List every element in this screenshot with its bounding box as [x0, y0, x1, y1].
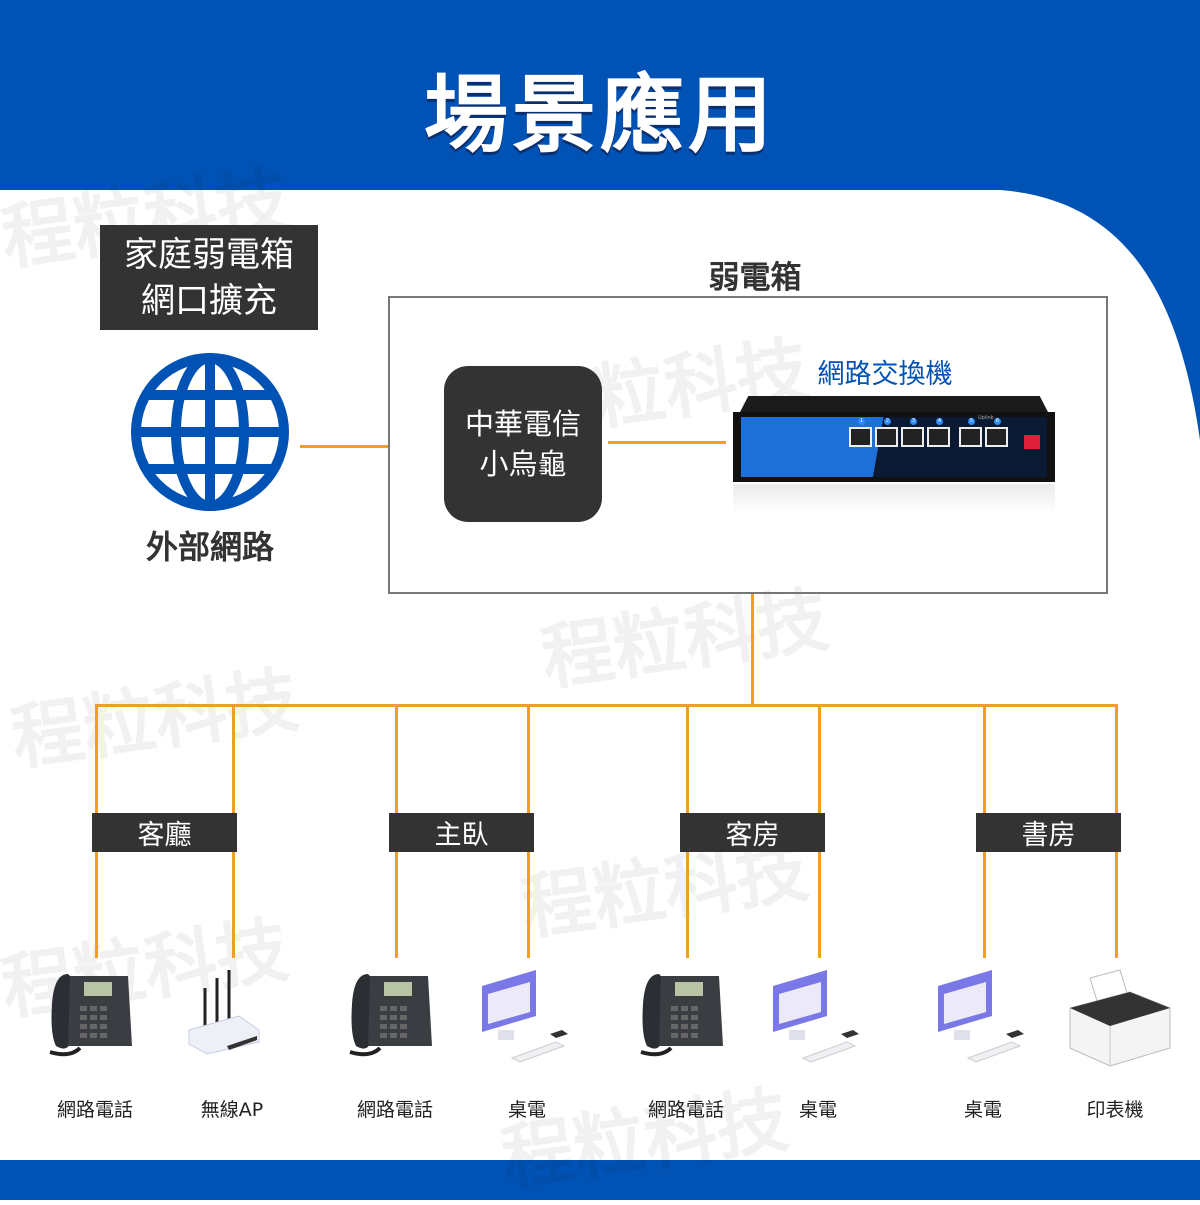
ip-phone-icon — [631, 968, 731, 1062]
expansion-label: 家庭弱電箱 網口擴充 — [100, 225, 318, 330]
desktop-icon — [763, 968, 873, 1072]
network-switch: Uplink 1 2 3 4 5 6 — [733, 396, 1055, 514]
wireless-ap-icon — [177, 968, 277, 1062]
room-label-1: 主臥 — [389, 813, 534, 852]
ip-phone-icon — [340, 968, 440, 1062]
globe-icon — [131, 353, 289, 511]
port-number: 6 — [994, 418, 1001, 425]
port-number: 3 — [910, 418, 917, 425]
room-label-3: 書房 — [976, 813, 1121, 852]
ip-phone-icon — [40, 968, 140, 1062]
ethernet-port: 4 — [927, 418, 950, 447]
cabinet-title: 弱電箱 — [708, 260, 802, 296]
router-line1: 中華電信 — [464, 407, 581, 441]
uplink-label: Uplink — [978, 415, 994, 421]
desktop-icon — [472, 968, 582, 1072]
device-label: 網路電話 — [356, 1099, 433, 1121]
dip-switch — [1024, 435, 1040, 449]
expansion-label-line2: 網口擴充 — [141, 280, 277, 321]
port-row: 1 2 3 4 5 6 — [849, 418, 1008, 447]
device-label: 網路電話 — [56, 1099, 133, 1121]
device-label: 印表機 — [1086, 1099, 1144, 1121]
device-label: 無線AP — [200, 1099, 264, 1121]
device-label: 網路電話 — [647, 1099, 724, 1121]
expansion-label-line1: 家庭弱電箱 — [124, 234, 294, 275]
port-number: 2 — [884, 418, 891, 425]
ethernet-port: 5 — [959, 418, 982, 447]
external-network-label: 外部網路 — [145, 528, 274, 566]
ethernet-port: 3 — [901, 418, 924, 447]
device-label: 桌電 — [963, 1099, 1002, 1121]
printer-icon — [1060, 968, 1180, 1072]
room-label-2: 客房 — [680, 813, 825, 852]
router-box: 中華電信 小烏龜 — [444, 366, 602, 522]
desktop-icon — [928, 968, 1038, 1072]
room-label-0: 客廳 — [92, 813, 237, 852]
ethernet-port: 2 — [875, 418, 898, 447]
device-label: 桌電 — [798, 1099, 837, 1121]
port-number: 4 — [936, 418, 943, 425]
ethernet-port: 6 — [985, 418, 1008, 447]
cabinet-box — [388, 296, 1108, 594]
switch-label: 網路交換機 — [817, 359, 953, 390]
port-number: 5 — [968, 418, 975, 425]
page-title: 場景應用 — [423, 66, 776, 164]
port-number: 1 — [858, 418, 865, 425]
ethernet-port: 1 — [849, 418, 872, 447]
router-line2: 小烏龜 — [479, 447, 567, 481]
device-label: 桌電 — [507, 1099, 546, 1121]
